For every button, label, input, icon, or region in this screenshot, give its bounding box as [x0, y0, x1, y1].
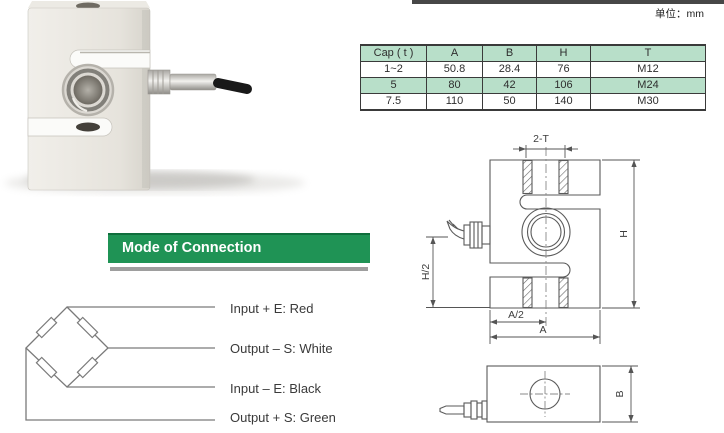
cell: 106	[536, 77, 591, 94]
top-divider-bar	[412, 0, 724, 4]
table-header-row: Cap ( t ) A B H T	[360, 44, 706, 62]
table-row: 5 80 42 106 M24	[360, 77, 706, 94]
plug-ring	[476, 402, 483, 418]
table-row: 7.5 110 50 140 M30	[360, 93, 706, 111]
cable-stub	[446, 220, 465, 240]
cell: 76	[536, 61, 591, 78]
header-cell: Cap ( t )	[360, 44, 427, 62]
spec-table: Cap ( t ) A B H T 1~2 50.8 28.4 76 M12 5…	[360, 44, 706, 111]
header-cell: T	[590, 44, 706, 62]
gland-stub	[481, 225, 491, 245]
strain-gauge-resistor	[35, 316, 58, 339]
wiring-label-input-negative: Input – E: Black	[230, 381, 322, 396]
thread-section	[558, 159, 569, 195]
cell: 80	[426, 77, 483, 94]
cable-gland-nut	[147, 69, 171, 95]
side-view-drawing: B	[439, 365, 638, 423]
cell: M30	[590, 93, 706, 111]
unit-label: 单位：mm	[655, 8, 704, 20]
strain-gauge-resistor	[76, 316, 99, 339]
header-cell: A	[426, 44, 483, 62]
dim-label-height: H	[618, 230, 630, 238]
dim-label-depth: B	[614, 390, 626, 397]
header-cell: B	[482, 44, 537, 62]
front-view-drawing: 2-T H H/2 A/2 A	[420, 133, 640, 344]
cell: M24	[590, 77, 706, 94]
section-banner: Mode of Connection	[108, 233, 370, 263]
gland-nut	[469, 221, 483, 249]
thread-section	[558, 277, 569, 309]
dim-label-width: A	[539, 324, 546, 336]
header-cell: H	[536, 44, 591, 62]
sensor-ring-center	[73, 75, 103, 105]
load-cell-photo	[5, 1, 305, 194]
plug-ring	[463, 402, 472, 418]
dim-label-half-width: A/2	[508, 309, 524, 321]
wiring-label-input-positive: Input + E: Red	[230, 301, 314, 316]
dim-label-half-height: H/2	[420, 264, 432, 281]
lower-slot-hole	[76, 122, 100, 132]
cell: 50	[482, 93, 537, 111]
bridge-diagram	[25, 306, 215, 421]
strain-gauge-resistor	[35, 356, 58, 379]
sensor-ring	[66, 68, 110, 112]
body-edge-shade	[142, 10, 150, 188]
bridge-diamond	[25, 306, 109, 388]
table-row: 1~2 50.8 28.4 76 M12	[360, 61, 706, 78]
wire-output-positive	[25, 348, 215, 421]
gland-washer	[463, 224, 471, 246]
side-body-outline	[486, 365, 601, 423]
cell: 50.8	[426, 61, 483, 78]
cable-barrel	[169, 73, 217, 91]
cable-tick	[448, 219, 455, 227]
wiring-label-output-positive: Output + S: Green	[230, 410, 336, 425]
dim-label-thread: 2-T	[533, 133, 549, 145]
cable-tick	[452, 223, 459, 230]
cell: 1~2	[360, 61, 427, 78]
thread-section	[522, 277, 533, 309]
thread-section	[522, 159, 533, 195]
wiring-label-output-negative: Output – S: White	[230, 341, 333, 356]
black-cable	[213, 78, 252, 94]
ring-highlight	[71, 97, 88, 113]
cell: 5	[360, 77, 427, 94]
body-outline	[489, 159, 601, 309]
cell: 7.5	[360, 93, 427, 111]
plug-ring	[470, 400, 478, 420]
cell: 110	[426, 93, 483, 111]
strain-gauge-resistor	[76, 356, 99, 379]
plug-ring	[481, 400, 488, 420]
lower-slot	[27, 117, 113, 137]
cell: 42	[482, 77, 537, 94]
cell: M12	[590, 61, 706, 78]
cell: 28.4	[482, 61, 537, 78]
plug-tip	[439, 405, 465, 415]
section-title: Mode of Connection	[122, 240, 262, 256]
cell: 140	[536, 93, 591, 111]
banner-underline	[110, 267, 368, 271]
